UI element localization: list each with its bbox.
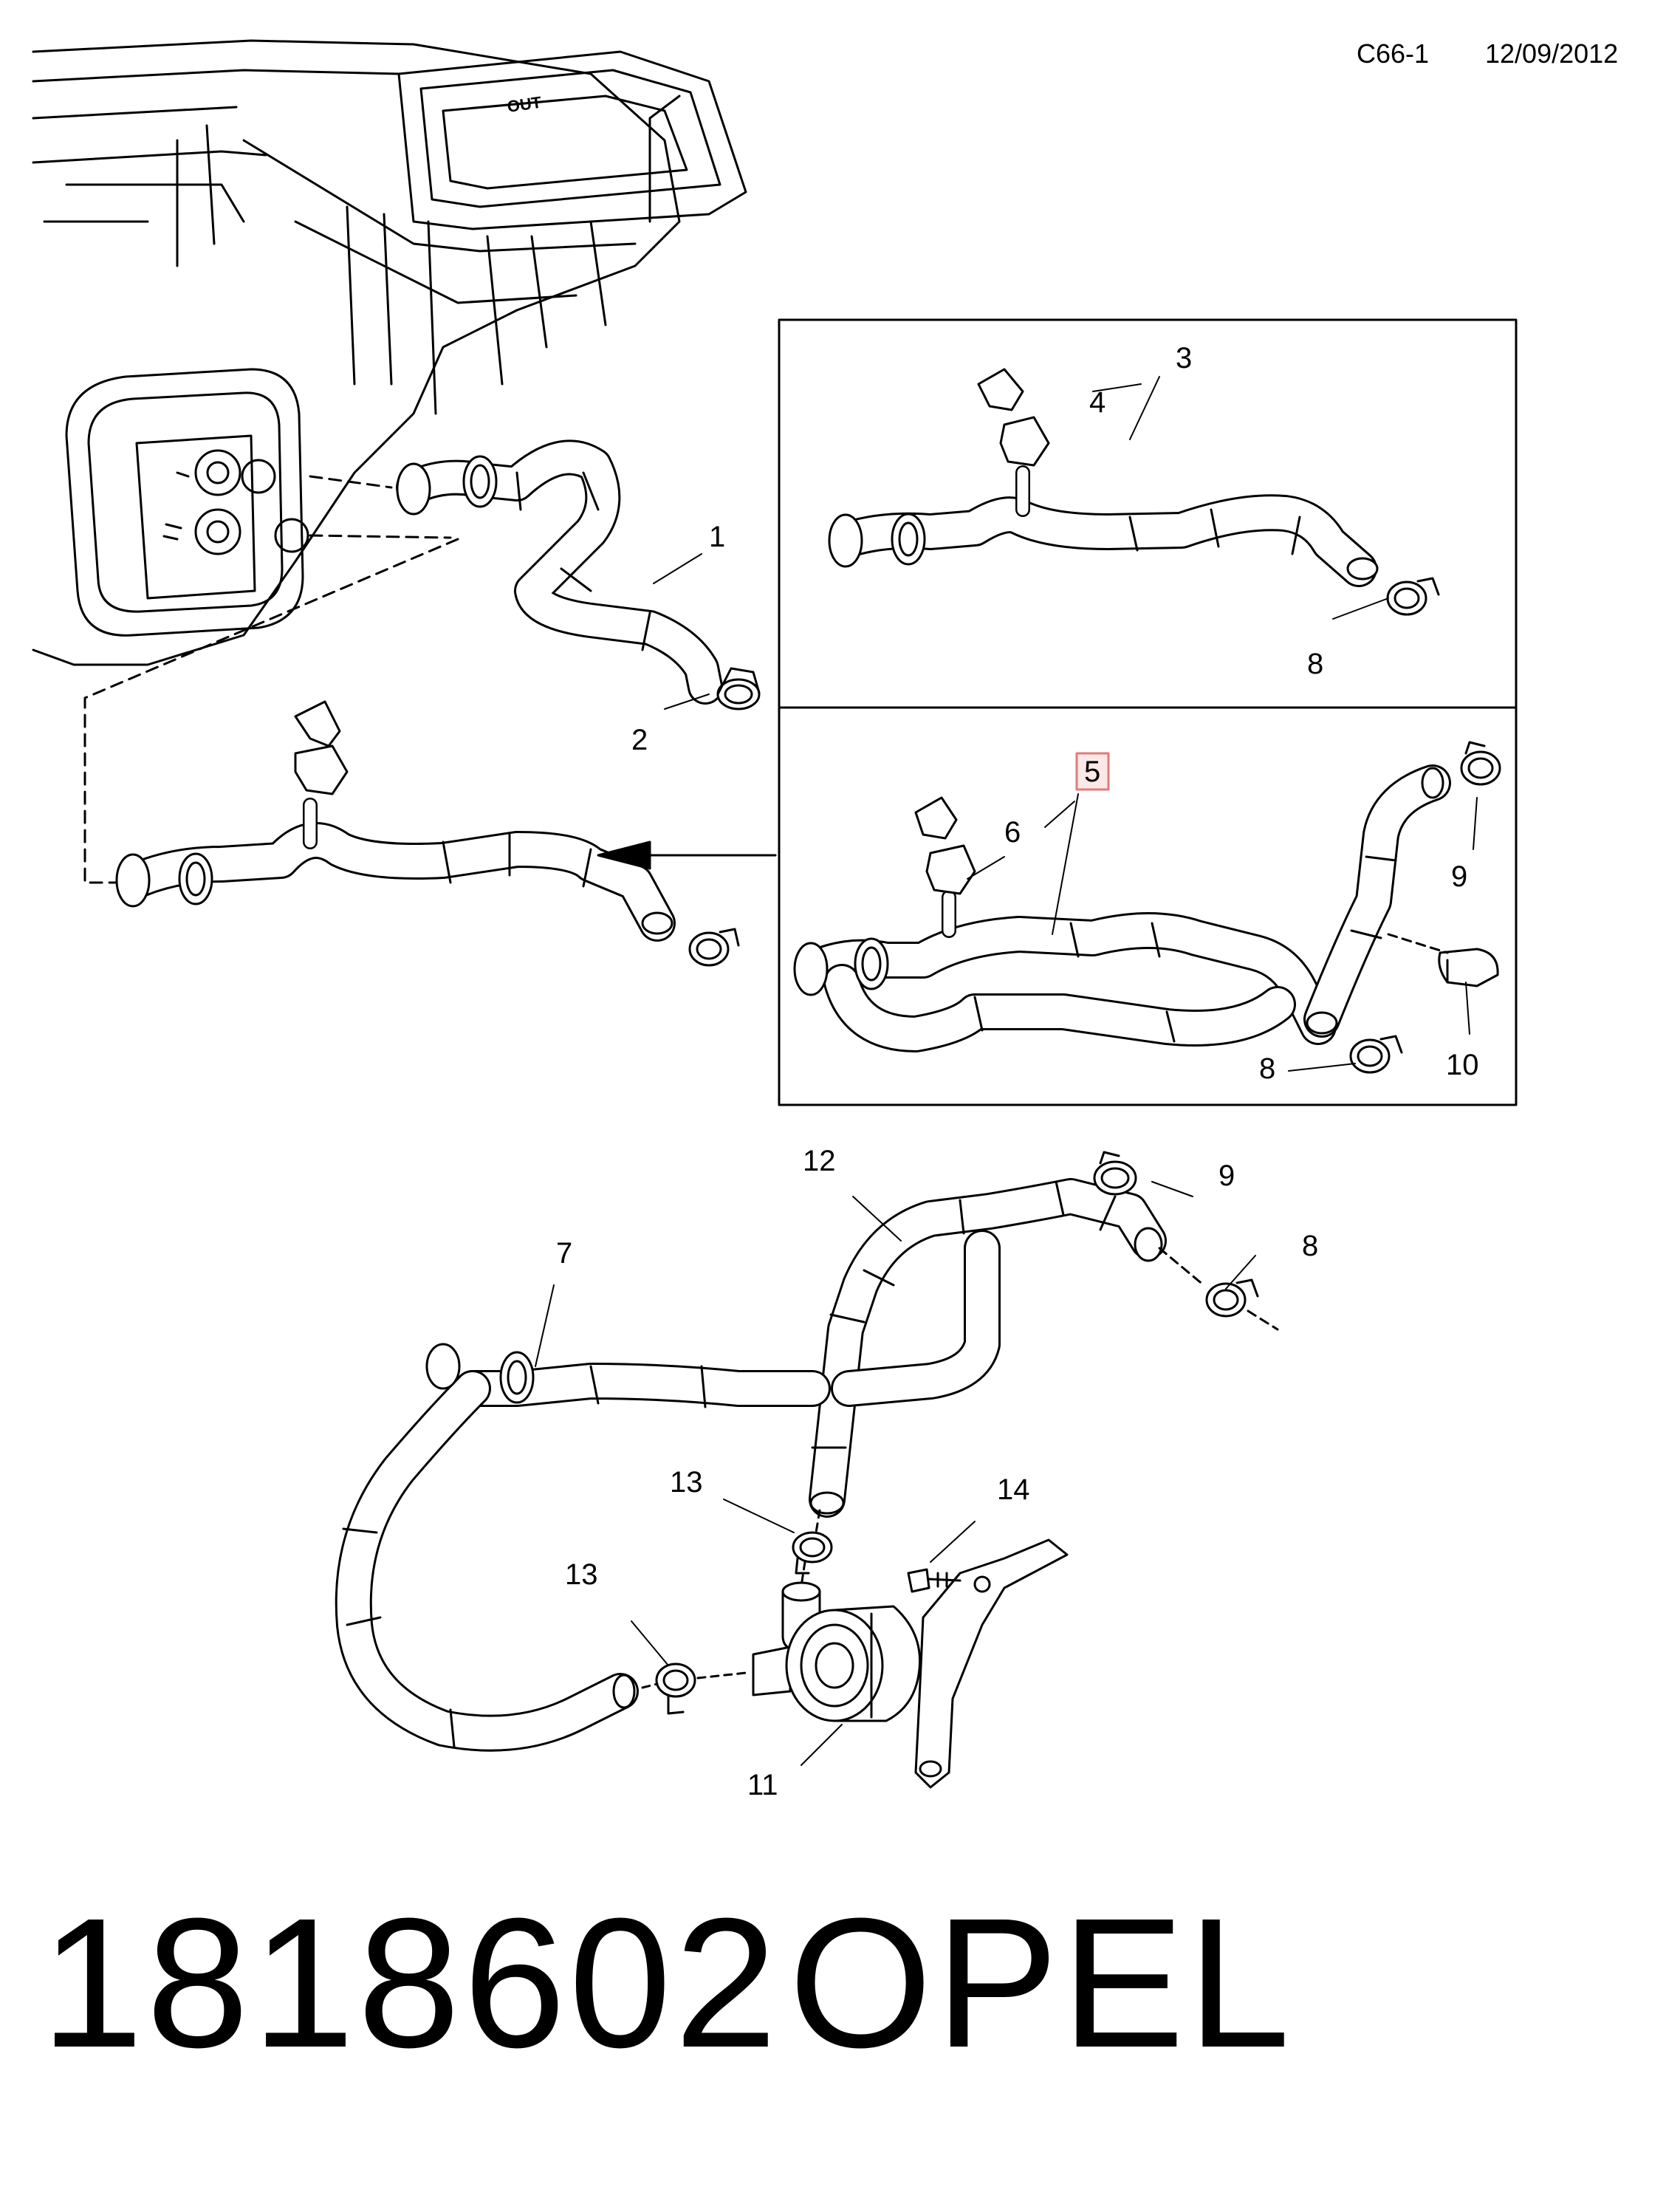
callout-8-lower: 8 — [1302, 1230, 1318, 1262]
clamp-left-assembly — [688, 928, 740, 967]
diagram-date: 12/09/2012 — [1485, 38, 1619, 69]
callout-9-lower: 9 — [1218, 1160, 1235, 1192]
callout-10: 10 — [1446, 1049, 1479, 1081]
callout-8-box1: 8 — [1307, 648, 1323, 680]
callout-9-box2: 9 — [1451, 860, 1467, 893]
clamp-9-lower — [1093, 1151, 1137, 1196]
bracket — [914, 1538, 1069, 1789]
part-number: 1818602 — [41, 1880, 781, 2086]
clamp-13-lower — [655, 1663, 696, 1715]
out-outlet — [397, 50, 747, 230]
hose-assembly-left — [115, 700, 676, 942]
leader-lines — [535, 376, 1478, 1766]
callout-13-upper: 13 — [670, 1466, 703, 1499]
brand-name: OPEL — [789, 1880, 1293, 2086]
callout-labels: 1 2 3 4 5 6 8 9 10 8 12 9 8 7 13 14 13 1… — [556, 342, 1479, 1801]
callout-5: 5 — [1084, 756, 1100, 788]
clamp-8-lower-assembly — [1205, 1278, 1259, 1318]
callout-8-box2: 8 — [1259, 1052, 1275, 1085]
callout-3: 3 — [1176, 342, 1192, 374]
hvac-housing: OUT — [32, 39, 747, 666]
out-label: OUT — [506, 93, 543, 116]
hose-3 — [828, 368, 1379, 587]
clamp-8-upper — [1386, 577, 1440, 616]
callout-13-lower: 13 — [565, 1558, 598, 1591]
pump-11 — [752, 1581, 922, 1722]
callout-7: 7 — [556, 1237, 572, 1270]
variant-box-lower — [778, 706, 1518, 1106]
reference-arrow — [597, 840, 777, 870]
heater-core-face — [65, 368, 304, 637]
hose-7 — [335, 1343, 831, 1752]
parts-diagram: OUT — [32, 39, 1518, 1801]
callout-14: 14 — [997, 1473, 1030, 1506]
callout-1: 1 — [709, 521, 725, 553]
clamp-8-lower — [1349, 1035, 1403, 1074]
callout-2: 2 — [631, 724, 648, 756]
clamp-2 — [716, 667, 761, 710]
hose-1 — [396, 439, 723, 705]
diagram-code: C66-1 — [1357, 38, 1430, 69]
callout-12: 12 — [803, 1145, 836, 1177]
hose-12 — [809, 1178, 1167, 1518]
callout-11: 11 — [747, 1769, 778, 1801]
bolt-14 — [907, 1568, 961, 1593]
callout-6: 6 — [1004, 816, 1021, 849]
clamp-9-box — [1460, 741, 1501, 786]
leader-dashes — [83, 475, 459, 884]
callout-5-highlight — [1075, 752, 1110, 791]
clip-10 — [1438, 948, 1499, 987]
callout-4: 4 — [1089, 386, 1105, 419]
clamp-13-upper — [792, 1531, 833, 1575]
hose-5 — [793, 764, 1451, 1052]
